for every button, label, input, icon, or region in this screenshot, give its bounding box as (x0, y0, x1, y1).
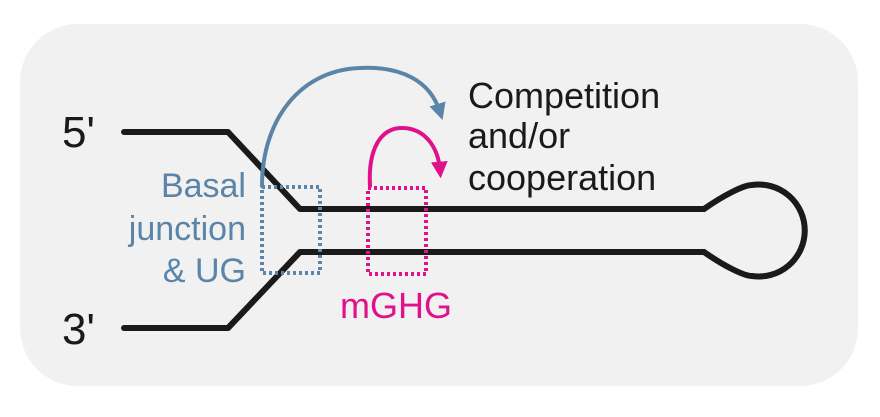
effect-label-line1: Competition (468, 75, 660, 116)
basal-label-line1: Basal (161, 167, 246, 205)
effect-label-line3: cooperation (468, 157, 656, 198)
basal-arrow (260, 65, 446, 188)
five-prime-label: 5' (62, 108, 95, 157)
basal-label-line3: & UG (163, 252, 246, 290)
mghg-label: mGHG (340, 285, 452, 326)
mghg-arrow (367, 125, 448, 188)
effect-label-line2: and/or (468, 115, 570, 156)
hairpin-loop (701, 181, 808, 280)
panel-background (20, 24, 858, 386)
three-prime-label: 3' (62, 305, 95, 354)
basal-label-line2: junction (128, 210, 246, 248)
strand-3prime (121, 249, 707, 331)
